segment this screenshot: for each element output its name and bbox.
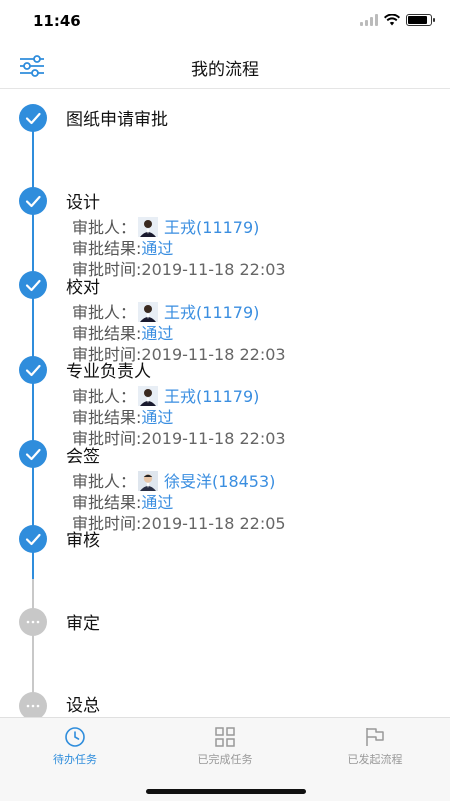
grid-icon [215,727,235,747]
tab-initiated-processes[interactable]: 已发起流程 [300,726,450,767]
avatar [138,217,159,237]
process-timeline: 图纸申请审批 设计 审批人：王戎(11179) 审批结果:通过 审批时间:201… [0,89,450,717]
step-title: 审定 [66,614,100,634]
result-label: 审批结果: [72,408,142,427]
status-icons [360,14,435,26]
approver-label: 审批人： [72,218,137,237]
nav-bar: 我的流程 [0,44,450,89]
flag-icon [366,728,384,746]
step-title: 图纸申请审批 [66,110,168,130]
timeline-line [32,557,34,579]
clock-icon [65,727,85,747]
sliders-icon [20,55,44,77]
tab-label: 已发起流程 [347,753,403,766]
step-check-icon [19,440,47,468]
page-title: 我的流程 [191,60,259,80]
time-row: 审批时间:2019-11-18 22:03 [72,341,286,365]
approver-name: 王戎(11179) [164,218,260,237]
time-row: 审批时间:2019-11-18 22:03 [72,425,286,449]
step-check-icon [19,356,47,384]
result-label: 审批结果: [72,324,142,343]
avatar [138,302,159,322]
step-title: 专业负责人 [66,362,151,382]
home-indicator[interactable] [146,789,306,794]
result-value: 通过 [141,324,174,343]
result-value: 通过 [141,239,174,258]
time-value: 2019-11-18 22:05 [141,514,286,533]
time-value: 2019-11-18 22:03 [141,345,286,364]
step-title: 设计 [66,193,100,213]
status-time: 11:46 [33,12,81,30]
step-pending-icon [19,608,47,636]
approver-name: 王戎(11179) [164,387,260,406]
signal-icon [360,14,378,26]
result-row: 审批结果:通过 [72,235,173,259]
timeline-line [32,579,34,717]
approver-row: 审批人： 王戎(11179) [72,383,259,407]
time-row: 审批时间:2019-11-18 22:05 [72,510,286,534]
result-value: 通过 [141,408,174,427]
result-label: 审批结果: [72,239,142,258]
tab-bar: 待办任务 已完成任务 已发起流程 [0,717,450,801]
result-label: 审批结果: [72,493,142,512]
avatar [138,386,159,406]
approver-label: 审批人： [72,472,137,491]
step-title: 会签 [66,447,100,467]
filter-button[interactable] [18,52,46,80]
tab-label: 待办任务 [53,753,97,766]
step-check-icon [19,271,47,299]
step-check-icon [19,104,47,132]
result-row: 审批结果:通过 [72,320,173,344]
step-pending-icon [19,692,47,717]
wifi-icon [384,14,400,26]
step-check-icon [19,525,47,553]
approver-row: 审批人： 王戎(11179) [72,299,259,323]
approver-label: 审批人： [72,387,137,406]
time-label: 审批时间: [72,429,142,448]
timeline-line [32,117,34,557]
step-check-icon [19,187,47,215]
status-bar: 11:46 [0,0,450,44]
time-row: 审批时间:2019-11-18 22:03 [72,256,286,280]
result-value: 通过 [141,493,174,512]
time-label: 审批时间: [72,345,142,364]
time-value: 2019-11-18 22:03 [141,429,286,448]
step-title: 设总 [66,696,100,716]
step-title: 校对 [66,278,100,298]
battery-icon [406,14,435,26]
step-title: 审核 [66,531,100,551]
avatar [138,471,159,491]
result-row: 审批结果:通过 [72,404,173,428]
time-value: 2019-11-18 22:03 [141,260,286,279]
approver-row: 审批人： 王戎(11179) [72,214,259,238]
approver-row: 审批人： 徐旻洋(18453) [72,468,275,492]
time-label: 审批时间: [72,260,142,279]
tab-label: 已完成任务 [197,753,253,766]
tab-completed-tasks[interactable]: 已完成任务 [150,726,300,767]
approver-name: 王戎(11179) [164,303,260,322]
result-row: 审批结果:通过 [72,489,173,513]
approver-name: 徐旻洋(18453) [164,472,276,491]
approver-label: 审批人： [72,303,137,322]
tab-pending-tasks[interactable]: 待办任务 [0,726,150,767]
time-label: 审批时间: [72,514,142,533]
